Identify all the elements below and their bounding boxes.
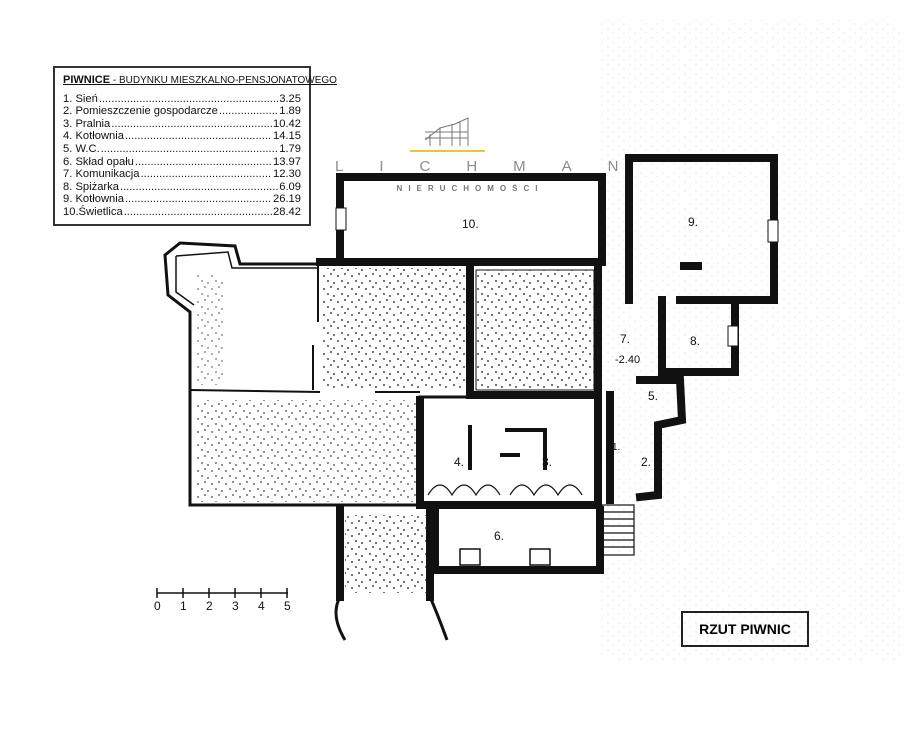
legend-row: 10.Świetlica 28.42	[63, 206, 301, 219]
leader-dots	[101, 143, 279, 156]
room-label-4: 4.	[454, 455, 464, 469]
room-area: 28.42	[273, 205, 301, 218]
scale-tick: 4	[258, 599, 265, 613]
room-label-6: 6.	[494, 529, 504, 543]
leader-dots	[99, 93, 278, 106]
legend-title-rest: - BUDYNKU MIESZKALNO-PENSJONATOWEGO	[110, 75, 337, 86]
room-area: 14.15	[273, 130, 301, 143]
room-label-9: 9.	[688, 215, 698, 229]
room-name: 8. Spiżarka	[63, 180, 119, 193]
stairs	[601, 504, 635, 556]
room-area: 3.25	[279, 92, 301, 105]
leader-dots	[120, 181, 278, 194]
scale-tick: 5	[284, 599, 291, 613]
leader-dots	[111, 118, 272, 131]
room-name: 7. Komunikacja	[63, 168, 140, 181]
room-name: 9. Kotłownia	[63, 193, 124, 206]
leader-dots	[141, 168, 273, 181]
legend-row: 1. Sień 3.25	[63, 93, 301, 106]
leader-dots	[135, 156, 272, 169]
room-area: 10.42	[273, 117, 301, 130]
scale-tick: 0	[154, 599, 161, 613]
leader-dots	[125, 193, 272, 206]
scale-tick: 3	[232, 599, 239, 613]
room-area: 1.79	[279, 142, 301, 155]
legend-row: 6. Skład opału 13.97	[63, 156, 301, 169]
watermark-brand: LICHMAN	[335, 158, 655, 175]
room-name: 3. Pralnia	[63, 117, 111, 130]
legend-row: 7. Komunikacja 12.30	[63, 168, 301, 181]
legend-row: 8. Spiżarka 6.09	[63, 181, 301, 194]
room-name: 2. Pomieszczenie gospodarcze	[63, 105, 218, 118]
room-label-2: 2.	[641, 455, 651, 469]
legend-row: 2. Pomieszczenie gospodarcze 1.89	[63, 105, 301, 118]
room-area: 12.30	[273, 168, 301, 181]
leader-dots	[125, 130, 272, 143]
room-label-10: 10.	[462, 217, 479, 231]
room-area: 13.97	[273, 155, 301, 168]
scale-tick: 2	[206, 599, 213, 613]
room-label-8: 8.	[690, 334, 700, 348]
leader-dots	[124, 206, 272, 219]
legend-row: 4. Kotłownia 14.15	[63, 130, 301, 143]
room-name: 5. W.C.	[63, 142, 100, 155]
room-area: 26.19	[273, 193, 301, 206]
legend-title: PIWNICE - BUDYNKU MIESZKALNO-PENSJONATOW…	[63, 74, 337, 88]
legend-row: 5. W.C. 1.79	[63, 143, 301, 156]
watermark-logo-icon	[410, 117, 485, 152]
watermark-sub: NIERUCHOMOŚCI	[396, 184, 544, 193]
room-area: 1.89	[279, 105, 301, 118]
legend-row: 9. Kotłownia 26.19	[63, 193, 301, 206]
room-label-5: 5.	[648, 389, 658, 403]
room-6-walls	[431, 506, 604, 574]
room-name: 10.Świetlica	[63, 205, 123, 218]
scale-bar	[156, 588, 288, 598]
room-legend: PIWNICE - BUDYNKU MIESZKALNO-PENSJONATOW…	[53, 66, 337, 226]
drawing-title: RZUT PIWNIC	[681, 611, 809, 647]
room-name: 1. Sień	[63, 92, 98, 105]
room-name: 4. Kotłownia	[63, 130, 124, 143]
room-label-7: 7.	[620, 332, 630, 346]
room-area: 6.09	[279, 180, 301, 193]
room-name: 6. Skład opału	[63, 155, 134, 168]
room-9-walls	[625, 154, 778, 304]
legend-title-bold: PIWNICE	[63, 74, 111, 86]
legend-row: 3. Pralnia 10.42	[63, 118, 301, 131]
level-mark: -2.40	[615, 354, 640, 366]
leader-dots	[219, 105, 278, 118]
room-label-3: 3.	[542, 455, 552, 469]
room-label-1: 1.	[612, 442, 620, 453]
scale-tick: 1	[180, 599, 187, 613]
room-8-walls	[658, 296, 739, 376]
